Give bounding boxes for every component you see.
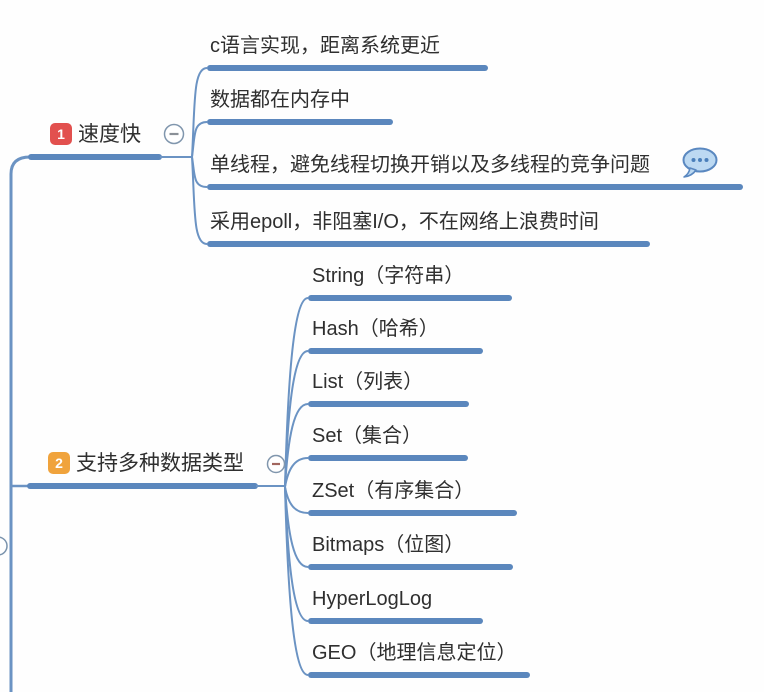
topic-list[interactable]: List（列表） (312, 371, 424, 393)
topic-bitmaps[interactable]: Bitmaps（位图） (312, 534, 465, 556)
topic-geo[interactable]: GEO（地理信息定位） (312, 642, 517, 664)
collapse-button-branch1[interactable] (163, 123, 185, 145)
topic-set[interactable]: Set（集合） (312, 425, 423, 447)
topic-zset[interactable]: ZSet（有序集合） (312, 480, 475, 502)
dot-icon (698, 158, 702, 162)
topic-epoll[interactable]: 采用epoll，非阻塞I/O，不在网络上浪费时间 (210, 211, 599, 233)
topic-single-thread[interactable]: 单线程，避免线程切换开销以及多线程的竞争问题 (210, 154, 650, 176)
topic-c-language[interactable]: c语言实现，距离系统更近 (210, 35, 440, 57)
topic-hyperloglog[interactable]: HyperLogLog (312, 588, 433, 610)
branch2-underline (27, 483, 258, 489)
numbering-badge-2: 2 (48, 452, 70, 474)
collapse-button-branch2[interactable] (266, 454, 286, 474)
topic-hash[interactable]: Hash（哈希） (312, 318, 439, 340)
root-collapse-button-partial[interactable] (0, 536, 8, 556)
comment-bubble-icon[interactable] (681, 147, 721, 181)
branch1-underline (28, 154, 162, 160)
topic-data-in-memory[interactable]: 数据都在内存中 (210, 89, 350, 111)
topic-branch2[interactable]: 支持多种数据类型 (76, 452, 244, 475)
numbering-badge-1: 1 (50, 123, 72, 145)
dot-icon (691, 158, 696, 162)
trunk-line (9, 155, 31, 692)
dot-icon (704, 158, 709, 162)
topic-branch1[interactable]: 速度快 (78, 123, 141, 146)
topic-string[interactable]: String（字符串） (312, 265, 465, 287)
